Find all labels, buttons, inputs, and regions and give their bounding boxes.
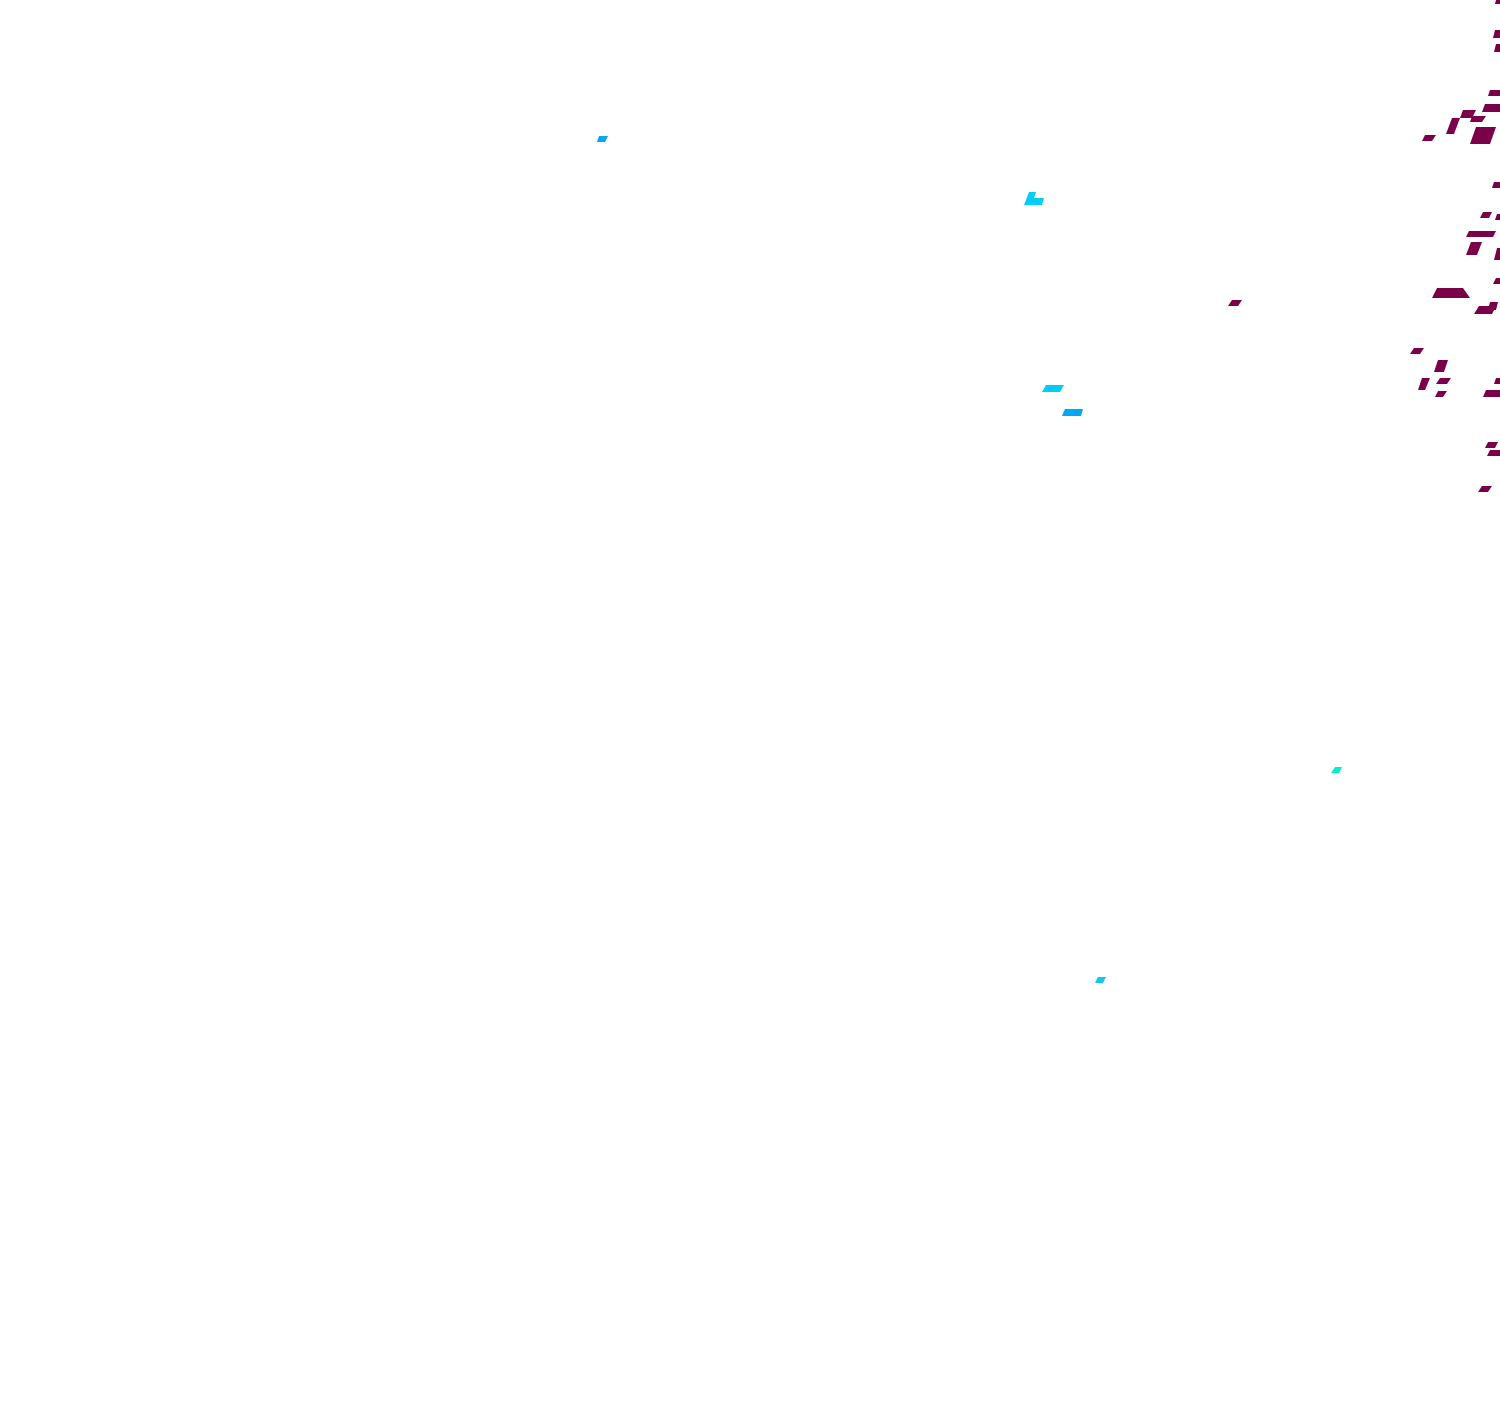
echo-cell-teal_blue-36	[1095, 977, 1106, 983]
echo-cell-magenta-25	[1435, 391, 1447, 397]
echo-cell-cyan-32	[1024, 192, 1044, 205]
echo-cell-magenta-7	[1446, 118, 1460, 134]
echo-cell-magenta-3	[1488, 90, 1500, 96]
echo-cell-mint-35	[1331, 767, 1342, 773]
echo-cell-magenta-8	[1470, 127, 1496, 144]
echo-cell-magenta-13	[1466, 231, 1496, 237]
echo-cell-magenta-27	[1483, 390, 1500, 397]
echo-cell-magenta-19	[1488, 302, 1498, 310]
echo-cell-magenta-2	[1494, 44, 1500, 52]
echo-cell-magenta-20	[1228, 300, 1242, 306]
echo-cell-magenta-28	[1485, 442, 1498, 448]
echo-cell-blue-34	[1062, 409, 1083, 416]
echo-cell-magenta-21	[1410, 348, 1424, 354]
echo-cell-magenta-29	[1487, 450, 1500, 456]
echo-cell-magenta-9	[1422, 135, 1436, 141]
echo-cell-magenta-1	[1493, 30, 1500, 38]
echo-cell-magenta-0	[1495, 0, 1500, 4]
echo-cell-magenta-12	[1495, 214, 1500, 220]
echo-cell-blue-31	[597, 136, 608, 142]
echo-cell-magenta-23	[1418, 378, 1430, 390]
echo-cell-magenta-15	[1494, 248, 1500, 260]
echo-cell-magenta-24	[1436, 378, 1451, 384]
echo-cell-magenta-6	[1470, 116, 1486, 122]
echo-cell-magenta-10	[1492, 182, 1500, 188]
echo-cell-magenta-14	[1466, 242, 1482, 255]
precipitation-cells	[597, 0, 1500, 983]
echo-cell-magenta-17	[1432, 288, 1470, 298]
echo-cell-magenta-22	[1434, 360, 1448, 372]
echo-cell-magenta-4	[1482, 104, 1500, 112]
echo-cell-cyan-33	[1042, 385, 1064, 392]
echo-cell-magenta-26	[1494, 378, 1500, 384]
echo-cell-magenta-11	[1480, 212, 1492, 218]
echo-cell-magenta-30	[1478, 486, 1492, 492]
echo-cell-magenta-16	[1493, 278, 1500, 284]
